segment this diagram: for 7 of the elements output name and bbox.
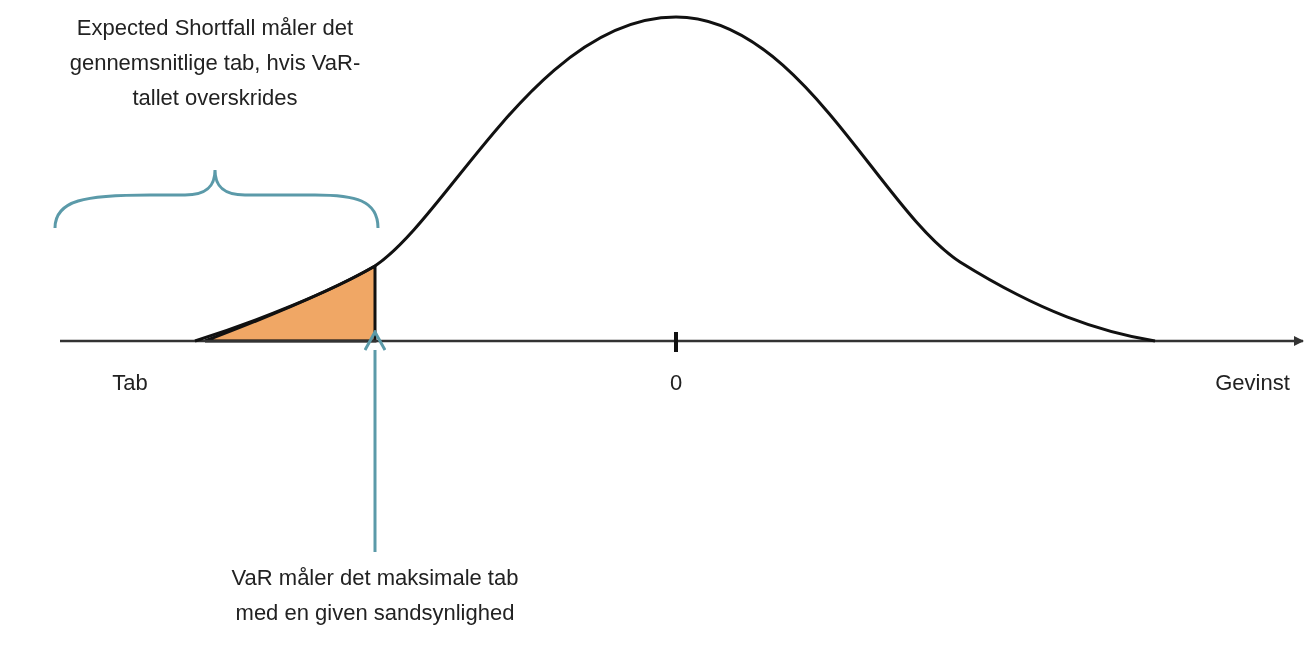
axis-label: Tab	[111, 369, 149, 397]
arrow	[363, 330, 387, 552]
shaded-tail-area	[203, 264, 377, 343]
axis-label: Gevinst	[1214, 369, 1291, 397]
annotation-text: Expected Shortfall måler det gennemsnitlige tab, hvis VaR-tallet overskrides	[68, 14, 362, 112]
tick-label: 0	[668, 369, 684, 397]
annotation-text: VaR måler det maksimale tab med en given sandsynlighed	[215, 560, 535, 630]
